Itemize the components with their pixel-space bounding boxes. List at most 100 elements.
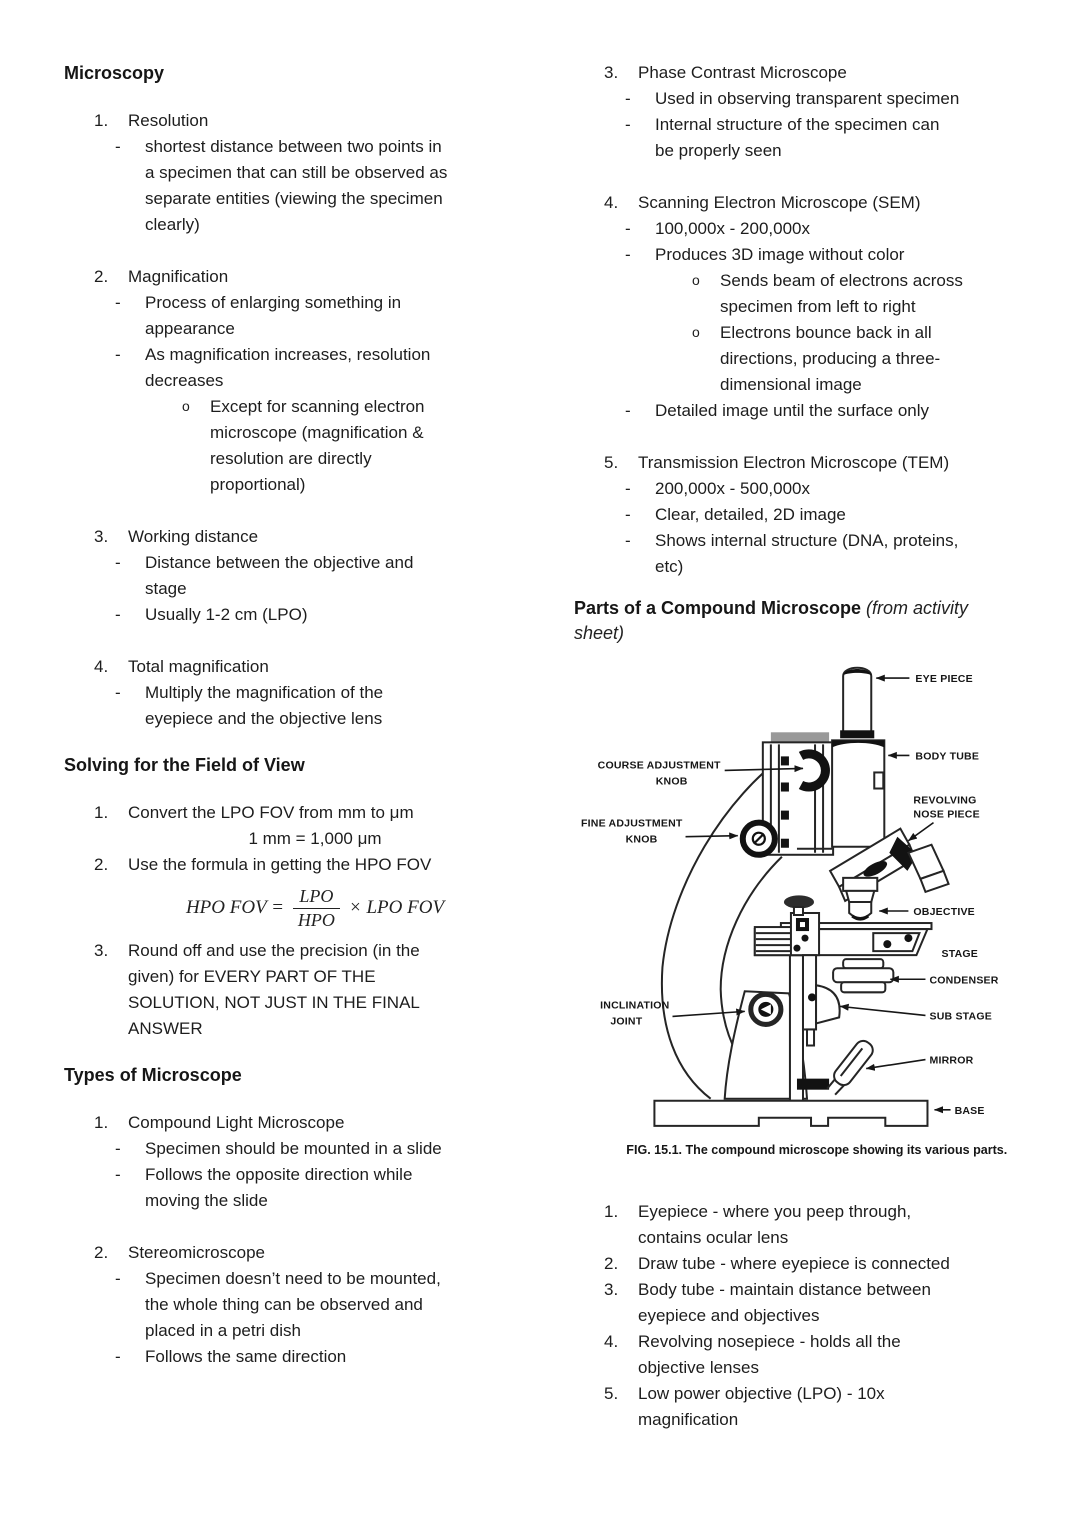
base-shape <box>653 1099 929 1127</box>
bullet-marker: - <box>115 137 121 156</box>
label-objective: OBJECTIVE <box>913 906 975 918</box>
microscope-kinds-list: 3.Phase Contrast Microscope-Used in obse… <box>574 60 1046 580</box>
item-number: 1. <box>94 803 109 822</box>
list-gap <box>64 238 542 264</box>
inclination-joint <box>748 991 784 1027</box>
revolving-nosepiece-shape <box>828 827 950 903</box>
item-text: Draw tube - where eyepiece is connected <box>638 1254 950 1273</box>
stage-shape <box>753 895 933 957</box>
heading-parts-bold: Parts of a Compound Microscope <box>574 598 862 618</box>
objective-shape <box>842 876 879 921</box>
formula-numerator: LPO <box>292 885 340 909</box>
list-gap <box>64 1214 542 1240</box>
item-text: shortest distance between two points in … <box>145 137 448 234</box>
bullet-marker: - <box>625 479 631 498</box>
numbered-item: 2. Magnification <box>64 264 542 290</box>
item-number: 2. <box>94 1243 109 1262</box>
label-coarse-knob: KNOB <box>656 776 688 788</box>
label-mirror: MIRROR <box>929 1055 973 1067</box>
numbered-item: 3.Body tube - maintain distance between … <box>574 1277 1046 1329</box>
bullet-marker: - <box>115 1347 121 1366</box>
item-number: 3. <box>94 527 109 546</box>
item-number: 1. <box>604 1202 619 1221</box>
item-number: 4. <box>604 193 619 212</box>
microscope-diagram: EYE PIECE BODY TUBE REVOLVING NOSE PIECE… <box>581 666 1007 1157</box>
item-text: Round off and use the precision (in the … <box>128 941 420 1038</box>
label-fine-knob: KNOB <box>626 834 658 846</box>
dash-item: -200,000x - 500,000x <box>574 476 1046 502</box>
item-text: Resolution <box>128 111 209 130</box>
item-number: 1. <box>94 1113 109 1132</box>
label-stage: STAGE <box>942 948 979 960</box>
numbered-item: 2. Use the formula in getting the HPO FOV <box>64 852 542 878</box>
bullet-marker: - <box>115 683 121 702</box>
item-text: Use the formula in getting the HPO FOV <box>128 855 432 874</box>
item-text: Stereomicroscope <box>128 1243 266 1262</box>
item-text: Low power objective (LPO) - 10x magnific… <box>638 1384 885 1429</box>
numbered-item: 1. Eyepiece - where you peep through, con… <box>574 1199 1046 1251</box>
bullet-marker: - <box>625 401 631 420</box>
item-number: 1. <box>94 111 109 130</box>
item-text: Total magnification <box>128 657 269 676</box>
item-text: Follows the opposite direction while mov… <box>145 1165 413 1210</box>
numbered-item: 4.Revolving nosepiece - holds all the ob… <box>574 1329 1046 1381</box>
label-base: BASE <box>955 1105 985 1117</box>
heading-field-of-view: Solving for the Field of View <box>64 755 305 775</box>
dash-item: -Internal structure of the specimen can … <box>574 112 1046 164</box>
item-text: Eyepiece - where you peep through, conta… <box>638 1202 912 1247</box>
item-text: Shows internal structure (DNA, proteins,… <box>655 531 959 576</box>
dash-item: -Follows the same direction <box>64 1344 542 1370</box>
item-text: Magnification <box>128 267 229 286</box>
label-eye-piece: EYE PIECE <box>915 673 972 685</box>
dash-item: - shortest distance between two points in… <box>64 134 542 238</box>
label-fine-adjustment: FINE ADJUSTMENT <box>581 818 683 830</box>
numbered-item: 1. Resolution <box>64 108 542 134</box>
bullet-marker: - <box>115 1269 121 1288</box>
item-text: Usually 1-2 cm (LPO) <box>145 605 308 624</box>
bullet-marker: - <box>115 1139 121 1158</box>
dash-item: - Clear, detailed, 2D image <box>574 502 1046 528</box>
list-gap <box>64 628 542 654</box>
item-text: Convert the LPO FOV from mm to μm <box>128 803 414 822</box>
item-text: Transmission Electron Microscope (TEM) <box>638 453 950 472</box>
item-text: Detailed image until the surface only <box>655 401 930 420</box>
item-number: 3. <box>604 1280 619 1299</box>
numbered-item: 3.Round off and use the precision (in th… <box>64 938 542 1042</box>
label-body-tube: BODY TUBE <box>915 750 979 762</box>
numbered-item: 3.Working distance <box>64 524 542 550</box>
bullet-marker: - <box>625 219 631 238</box>
eyepiece-shape <box>840 666 875 739</box>
right-column: 3.Phase Contrast Microscope-Used in obse… <box>574 60 1046 1433</box>
dash-item: -Used in observing transparent specimen <box>574 86 1046 112</box>
label-nose-piece: NOSE PIECE <box>913 809 979 821</box>
dash-item: -Usually 1-2 cm (LPO) <box>64 602 542 628</box>
numbered-item: 4. Total magnification <box>64 654 542 680</box>
item-number: 4. <box>94 657 109 676</box>
dash-item: - Specimen doesn’t need to be mounted, th… <box>64 1266 542 1344</box>
item-text: Clear, detailed, 2D image <box>655 505 846 524</box>
item-text: 100,000x - 200,000x <box>655 219 811 238</box>
item-number: 4. <box>604 1332 619 1351</box>
item-text: Process of enlarging something in appear… <box>145 293 402 338</box>
bullet-marker: - <box>625 505 631 524</box>
bullet-marker: o <box>182 398 190 414</box>
list-gap <box>574 164 1046 190</box>
item-number: 2. <box>94 267 109 286</box>
bullet-marker: o <box>692 324 700 340</box>
bullet-marker: - <box>115 553 121 572</box>
dash-item: -Process of enlarging something in appea… <box>64 290 542 342</box>
dash-item: -Produces 3D image without color <box>574 242 1046 268</box>
types-of-microscope-list: 1.Compound Light Microscope-Specimen sho… <box>64 1110 542 1370</box>
bullet-marker: o <box>692 272 700 288</box>
condenser-shape <box>832 958 895 994</box>
label-coarse-adjustment: COURSE ADJUSTMENT <box>598 759 721 771</box>
bullet-marker: - <box>625 245 631 264</box>
item-number: 2. <box>94 855 109 874</box>
fine-adjustment-knob <box>739 819 778 858</box>
item-number: 3. <box>604 63 619 82</box>
item-text: Specimen doesn’t need to be mounted, the… <box>145 1269 441 1340</box>
compound-microscope-figure: EYE PIECE BODY TUBE REVOLVING NOSE PIECE… <box>574 656 1036 1175</box>
item-text: Sends beam of electrons across specimen … <box>720 271 963 316</box>
